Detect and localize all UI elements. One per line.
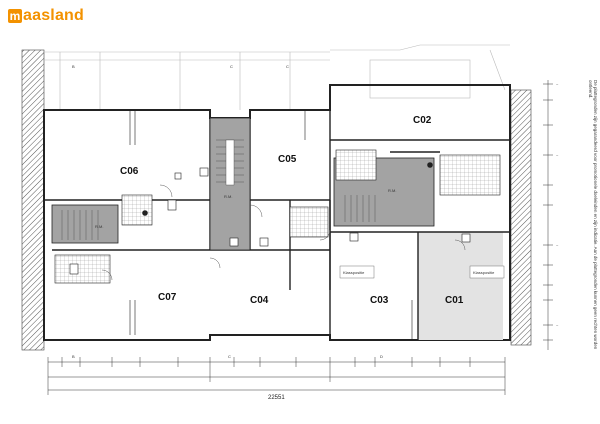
dimension-total: 22551 [268, 395, 285, 401]
neighbour-wall-left [21, 49, 45, 351]
stair-core-c06 [51, 204, 119, 244]
bathroom-c02 [335, 149, 377, 181]
storage-label-c01: Klasspositie [473, 270, 495, 275]
svg-text:~: ~ [556, 82, 559, 87]
unit-label-c05: C05 [278, 154, 297, 165]
dimension-column-right [543, 80, 553, 350]
svg-text:~: ~ [556, 243, 559, 248]
svg-text:D: D [380, 354, 383, 359]
bathroom-c01 [439, 154, 501, 196]
unit-label-c07: C07 [158, 292, 177, 303]
storage-label-c03: Klasspositie [343, 270, 365, 275]
stair-label-c05: R.M. [224, 194, 232, 199]
grid-markers: B C C B C D [72, 64, 383, 359]
bathroom-c04 [289, 206, 329, 238]
svg-text:C: C [228, 354, 231, 359]
dimension-marks-right: ~ ~ ~ ~ [556, 82, 559, 328]
stair-label-c06: R.M. [95, 224, 103, 229]
stair-label-c02: R.M. [388, 188, 396, 193]
storage-box-c01 [469, 265, 505, 279]
svg-text:~: ~ [556, 323, 559, 328]
logo-text: aasland [23, 7, 84, 24]
maasland-logo: m aasland [8, 6, 84, 26]
unit-label-c02: C02 [413, 115, 432, 126]
unit-label-c04: C04 [250, 295, 269, 306]
logo-mark: m [8, 9, 22, 23]
bathroom-c07 [54, 254, 111, 284]
existing-building-outline [44, 44, 510, 110]
svg-text:C: C [230, 64, 233, 69]
neighbour-wall-right [510, 89, 532, 346]
disclaimer-text: De plattegronden zijn gegarandeerd voor … [588, 80, 598, 350]
bathroom-c06 [121, 194, 153, 226]
svg-text:B: B [72, 64, 75, 69]
c01-area-fill [418, 232, 503, 340]
door-swings [101, 184, 466, 281]
storage-box-c03 [339, 265, 375, 279]
stair-light-c05 [225, 139, 235, 186]
svg-text:C: C [286, 64, 289, 69]
windows [129, 110, 413, 340]
unit-label-c06: C06 [120, 166, 139, 177]
svg-text:B: B [72, 354, 75, 359]
fixtures [69, 162, 471, 275]
unit-label-c03: C03 [370, 295, 389, 306]
svg-text:~: ~ [556, 153, 559, 158]
unit-label-c01: C01 [445, 295, 464, 306]
dimension-lines-bottom [47, 357, 506, 395]
